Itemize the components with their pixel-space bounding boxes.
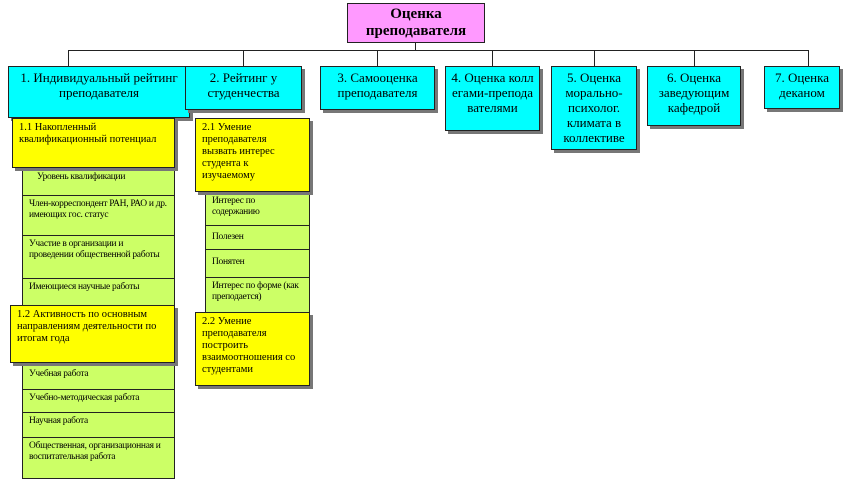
root-node: Оценка преподавателя (347, 3, 485, 43)
item-teaching-work: Учебная работа (22, 360, 175, 390)
item-qualification-level: Уровень квалификации (22, 168, 175, 196)
item-form-interest: Интерес по форме (как преподается) (205, 277, 310, 313)
item-social-work: Общественная, организационная и воспитат… (22, 437, 175, 479)
category-2: 2. Рейтинг у студенчества (185, 66, 302, 110)
item-scientific-works: Имеющиеся научные работы (22, 278, 175, 308)
item-research-work: Научная работа (22, 412, 175, 438)
connector (808, 50, 809, 66)
category-1: 1. Индивидуальный рейтинг преподавателя (8, 66, 190, 118)
connector (68, 50, 69, 66)
item-useful: Полезен (205, 225, 310, 250)
subcategory-1-1: 1.1 Накопленный квалификационный потенци… (12, 118, 175, 168)
subcategory-2-1: 2.1 Умение преподавателя вызвать интерес… (195, 118, 310, 192)
category-5: 5. Оценка морально-психолог. климата в к… (551, 66, 637, 150)
connector (594, 50, 595, 66)
connector (243, 50, 244, 66)
subcategory-1-2: 1.2 Активность по основным направлениям … (10, 305, 175, 363)
connector (68, 50, 809, 51)
connector (415, 42, 416, 51)
connector (377, 50, 378, 66)
subcategory-2-2: 2.2 Умение преподавателя построить взаим… (195, 312, 310, 386)
category-6: 6. Оценка заведующим кафедрой (647, 66, 741, 126)
item-content-interest: Интерес по содержанию (205, 192, 310, 226)
connector (694, 50, 695, 66)
item-methodical-work: Учебно-методическая работа (22, 389, 175, 413)
category-3: 3. Самооценка преподавателя (320, 66, 435, 110)
connector (492, 50, 493, 66)
category-7: 7. Оценка деканом (764, 66, 840, 109)
item-understandable: Понятен (205, 249, 310, 278)
item-academy-member: Член-корреспондент РАН, РАО и др. имеющи… (22, 195, 175, 236)
category-4: 4. Оценка коллегами-преподавателями (445, 66, 540, 131)
item-public-work: Участие в организации и проведении общес… (22, 235, 175, 279)
